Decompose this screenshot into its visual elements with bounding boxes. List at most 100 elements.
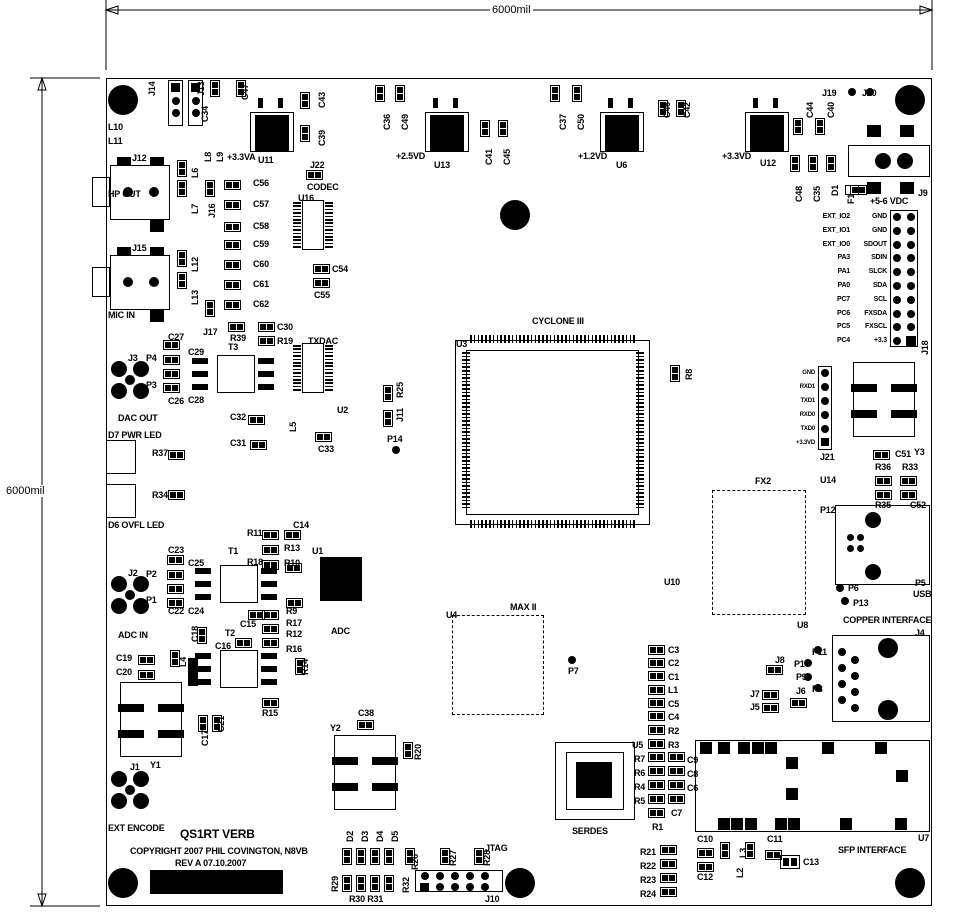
pin	[293, 365, 301, 367]
pin	[636, 352, 644, 354]
header-pin	[821, 369, 829, 377]
silkscreen-label-t1: T1	[228, 546, 239, 556]
pin	[636, 409, 644, 412]
silkscreen-label-adcin: ADC IN	[118, 630, 148, 640]
pin	[636, 488, 644, 491]
pad	[771, 705, 777, 711]
silkscreen-label-j6: J6	[796, 686, 806, 696]
silkscreen-label-p7: P7	[568, 666, 579, 676]
silkscreen-label-c33: C33	[318, 444, 334, 454]
pad	[230, 324, 236, 330]
silkscreen-label-c36: C36	[382, 114, 392, 130]
header-pin	[893, 295, 901, 304]
pad	[650, 796, 656, 802]
pad	[650, 687, 656, 693]
j18-pin-label-left: EXT_IO0	[822, 240, 851, 248]
regulator-tab	[773, 98, 778, 108]
pad	[315, 280, 321, 286]
pin	[618, 520, 620, 528]
two-pad-footprint	[315, 432, 332, 442]
silkscreen-label-c45: C45	[502, 149, 512, 165]
two-pad-footprint	[793, 118, 803, 135]
pin	[636, 391, 644, 394]
pad	[200, 724, 206, 730]
pin	[557, 520, 559, 528]
pin	[462, 427, 470, 430]
pin	[561, 520, 563, 528]
pin	[462, 355, 470, 358]
pin	[489, 335, 491, 343]
two-pad-footprint	[648, 645, 665, 655]
j18-pin-label-right: +3.3	[873, 337, 887, 345]
pin	[636, 431, 644, 433]
silkscreen-label-c16: C16	[215, 641, 231, 651]
pad	[792, 700, 798, 706]
pin	[546, 335, 548, 343]
pad	[179, 259, 185, 265]
pad	[288, 600, 294, 606]
regulator-tab	[433, 98, 438, 108]
two-pad-footprint	[168, 450, 185, 460]
silkscreen-label-u7: U7	[918, 833, 930, 843]
test-point	[804, 659, 812, 667]
header-pin	[821, 397, 829, 405]
jack-pin	[123, 187, 133, 197]
silkscreen-label-c30: C30	[277, 322, 293, 332]
silkscreen-label-j2: J2	[128, 568, 138, 578]
pad	[195, 568, 211, 574]
silkscreen-label-c54: C54	[332, 264, 348, 274]
silkscreen-label-r35: R35	[875, 500, 891, 510]
pad	[358, 857, 364, 863]
width-dimension-label: 6000mil	[490, 4, 533, 16]
silkscreen-label-r22: R22	[640, 861, 656, 871]
silkscreen-label-r23: R23	[640, 875, 656, 885]
header-pin	[907, 323, 915, 332]
header-pin	[191, 109, 200, 117]
j18-pin-label-left: PC7	[836, 295, 850, 303]
pad	[264, 532, 270, 538]
silkscreen-label-r5: R5	[634, 796, 646, 806]
pin	[636, 420, 644, 422]
pad	[207, 182, 213, 188]
audio-jack-body	[110, 165, 170, 220]
pad	[747, 851, 753, 857]
pin	[293, 362, 301, 364]
silkscreen-label-r14: R14	[300, 659, 310, 675]
silkscreen-label-c52: C52	[910, 500, 926, 510]
pad	[882, 452, 888, 458]
silkscreen-label-u1: U1	[312, 546, 324, 556]
pad	[706, 864, 712, 870]
silkscreen-label-p8: P8	[812, 684, 823, 694]
regulator-bracket	[250, 112, 294, 152]
silkscreen-label-r13: R13	[284, 543, 300, 553]
silkscreen-label-u8: U8	[797, 620, 809, 630]
pad	[722, 844, 728, 850]
pin	[325, 205, 333, 207]
pad	[650, 810, 656, 816]
pin	[462, 506, 470, 509]
pad	[147, 657, 153, 663]
silkscreen-label-codec: CODEC	[307, 182, 339, 192]
pad	[267, 338, 273, 344]
two-pad-footprint	[262, 560, 279, 570]
pad	[238, 89, 244, 95]
j18-pin-label-left: EXT_IO1	[822, 226, 851, 234]
pad	[442, 850, 448, 856]
header-pin	[893, 309, 901, 318]
silkscreen-label-r18: R18	[247, 557, 263, 567]
pin	[622, 335, 624, 343]
silkscreen-label-c58: C58	[253, 221, 269, 231]
silkscreen-label-c35: C35	[812, 186, 822, 202]
pad	[500, 122, 506, 128]
silkscreen-label-r37: R37	[152, 448, 168, 458]
two-pad-footprint	[177, 250, 187, 267]
two-pad-footprint	[284, 530, 301, 540]
pad	[250, 417, 256, 423]
silkscreen-label-r4: R4	[634, 782, 646, 792]
fx2-outline	[712, 490, 806, 615]
j18-pin-label-right: GND	[872, 226, 887, 234]
pin	[636, 492, 644, 494]
rj45-pin	[851, 688, 859, 696]
test-point	[804, 673, 812, 681]
